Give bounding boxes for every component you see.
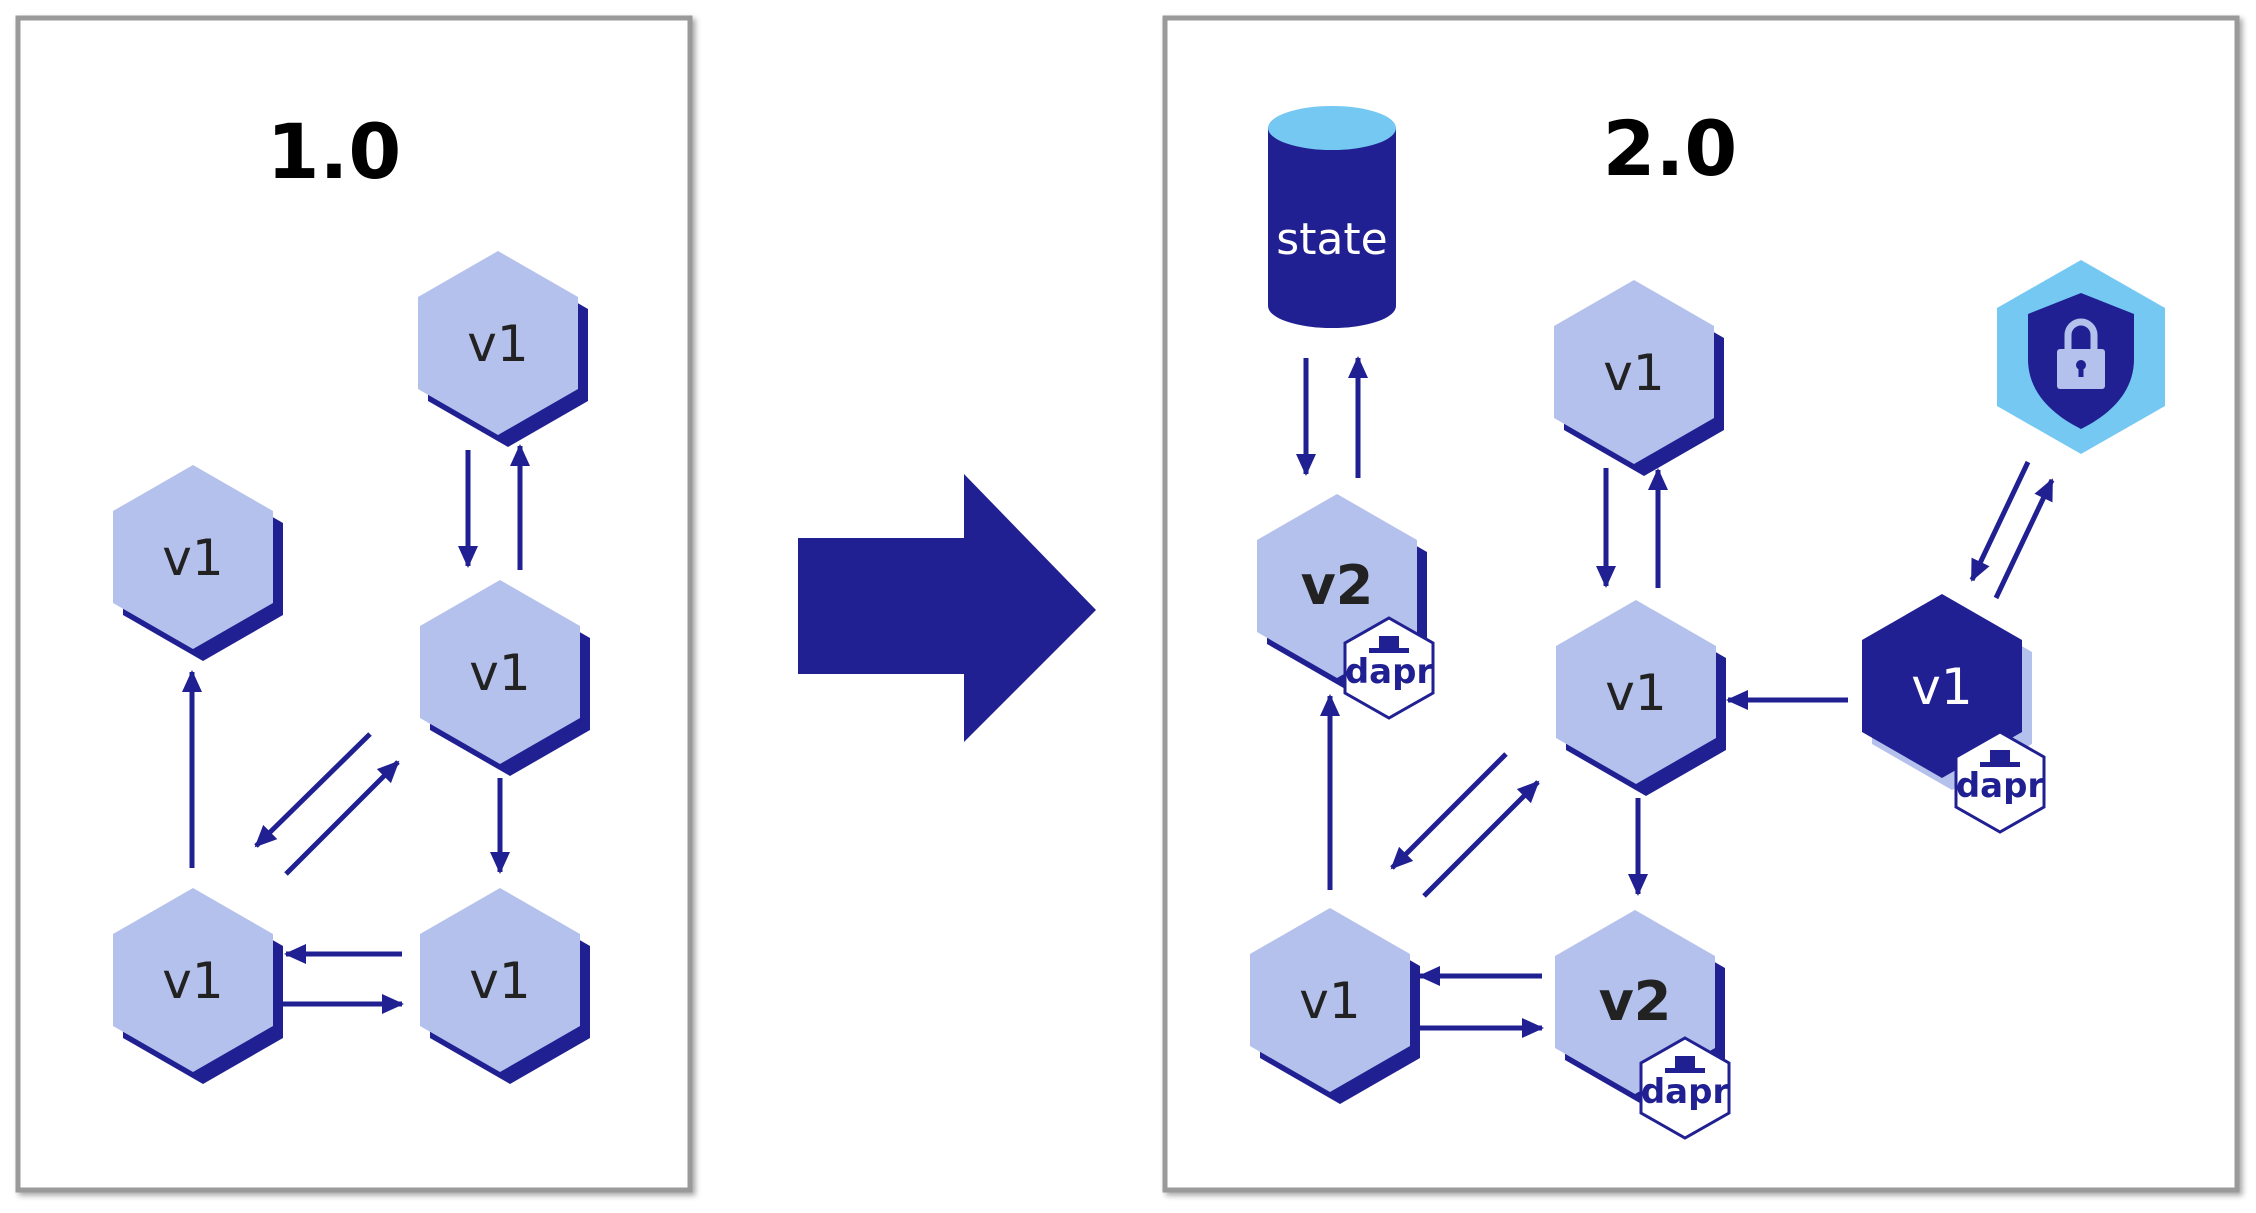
service-node-left: v1: [113, 465, 283, 661]
dapr-label: dapr: [1345, 652, 1434, 692]
service-node-left-label: v1: [162, 529, 223, 587]
state-store-label: state: [1276, 214, 1387, 265]
service-node-bottom-right: v1: [420, 888, 590, 1084]
dapr-sidecar-badge: dapr: [1639, 1036, 1731, 1140]
service-node-middle-label: v1: [469, 644, 530, 702]
arrow-bottomleft-to-middle: [284, 760, 400, 876]
service-node-bottom-left-label: v1: [162, 952, 223, 1010]
service-node-v1-top-label: v1: [1603, 344, 1664, 402]
panel-v1-title: 1.0: [267, 107, 402, 196]
service-node-top-label: v1: [467, 315, 528, 373]
dapr-label: dapr: [1956, 766, 2045, 806]
panel-v2: 2.0 state: [1162, 15, 2240, 1193]
arrow-dark-to-shield: [1993, 478, 2055, 600]
dapr-sidecar-badge: dapr: [1343, 616, 1435, 720]
dapr-label: dapr: [1641, 1072, 1730, 1112]
service-node-v1-bottom: v1: [1250, 908, 1420, 1104]
panel-v1: 1.0 v1 v1 v1: [15, 15, 693, 1193]
panel-v2-arrows: [1296, 356, 2055, 1038]
service-node-v1-top: v1: [1554, 280, 1724, 476]
service-node-v2-top: v2 dapr: [1257, 494, 1435, 720]
shield-lock-icon: [1997, 260, 2165, 454]
service-node-bottom-left: v1: [113, 888, 283, 1084]
arrow-shield-to-dark: [1969, 460, 2031, 582]
service-node-top: v1: [418, 251, 588, 447]
service-node-bottom-right-label: v1: [469, 952, 530, 1010]
database-cylinder-icon: state: [1268, 106, 1396, 328]
panel-v2-title: 2.0: [1603, 104, 1738, 193]
service-node-v2-bottom: v2 dapr: [1555, 910, 1731, 1140]
service-node-v2-bottom-label: v2: [1599, 970, 1672, 1033]
service-node-v1-middle: v1: [1556, 600, 1726, 796]
arrow-middle-to-bottomleft: [254, 732, 372, 848]
dapr-sidecar-badge: dapr: [1954, 730, 2046, 834]
arrow-v1middle-to-v1bottom: [1390, 752, 1508, 870]
service-node-v1-dark: v1 dapr: [1862, 594, 2046, 834]
service-node-v1-dark-label: v1: [1911, 658, 1972, 716]
panel-v1-arrows: [182, 444, 530, 1014]
right-arrow-icon: [798, 474, 1096, 742]
service-node-v1-middle-label: v1: [1605, 664, 1666, 722]
arrow-v1bottom-to-v1middle: [1422, 780, 1540, 898]
service-node-middle: v1: [420, 580, 590, 776]
service-node-v1-bottom-label: v1: [1299, 972, 1360, 1030]
service-node-v2-top-label: v2: [1301, 554, 1374, 617]
